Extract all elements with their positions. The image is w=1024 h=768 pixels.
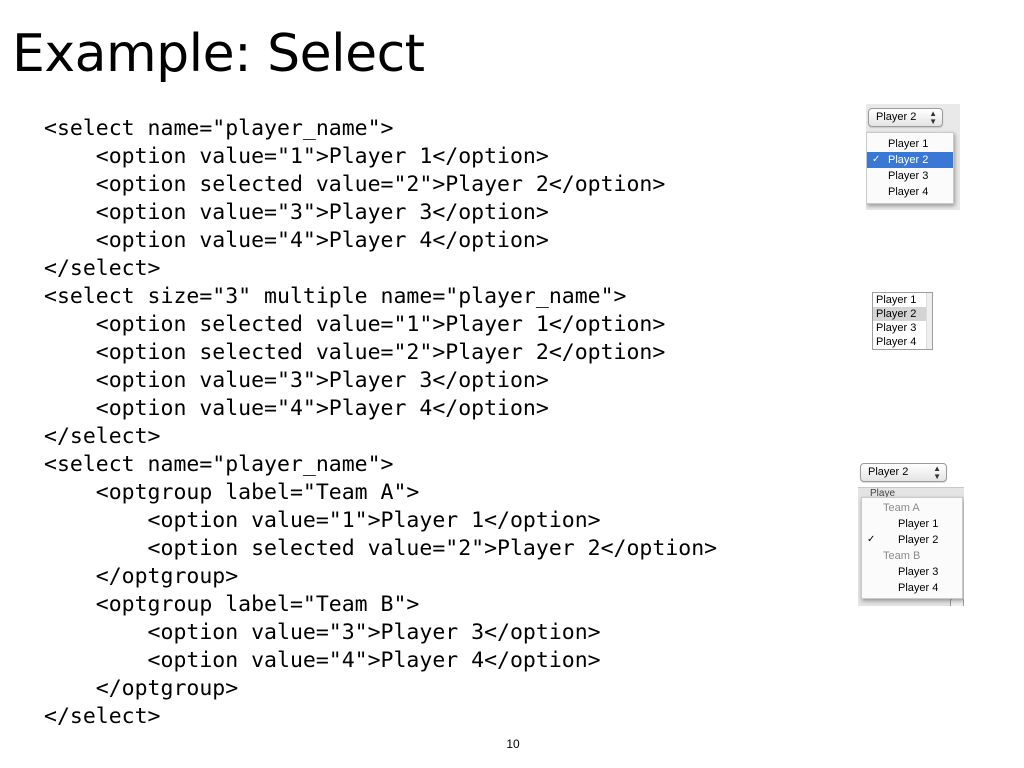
grouped-select-button[interactable]: Player 2 ▲▼ <box>860 463 947 482</box>
code-line: <select name="player_name"> <box>44 116 394 141</box>
menu-option[interactable]: Player 3 <box>867 168 953 184</box>
up-down-arrows-icon: ▲▼ <box>929 108 937 126</box>
page-number: 10 <box>506 737 520 751</box>
code-line: <option value="4">Player 4</option> <box>44 228 549 253</box>
code-line: <optgroup label="Team A"> <box>44 480 420 505</box>
code-line: <option value="1">Player 1</option> <box>44 144 549 169</box>
menu-option[interactable]: Player 1 <box>862 516 962 532</box>
grouped-select-menu: Team A Player 1 ✓ Player 2 Team B Player 3 Pla… <box>861 497 963 599</box>
up-down-arrows-icon: ▲▼ <box>933 463 941 481</box>
popup-select-menu: Player 1 ✓ Player 2 Player 3 Player 4 <box>866 132 954 204</box>
menu-option[interactable]: ✓ Player 2 <box>862 532 962 548</box>
optgroup-label: Team A <box>883 502 920 514</box>
code-line: <option value="1">Player 1</option> <box>44 508 601 533</box>
code-block: <select name="player_name"> <option valu… <box>44 115 717 731</box>
code-line: <option value="4">Player 4</option> <box>44 648 601 673</box>
code-line: <option selected value="2">Player 2</opt… <box>44 340 666 365</box>
listbox-option[interactable]: Player 3 <box>876 322 917 334</box>
slide-title: Example: Select <box>12 24 425 84</box>
popup-select-button-label: Player 2 <box>876 111 917 123</box>
menu-option-label: Player 3 <box>888 170 929 182</box>
code-line: <option selected value="2">Player 2</opt… <box>44 172 666 197</box>
menu-option-label: Player 3 <box>898 566 939 578</box>
menu-option-label: Player 1 <box>898 518 939 530</box>
menu-option-label: Player 2 <box>888 154 929 166</box>
menu-option-label: Player 4 <box>898 582 939 594</box>
code-line: <optgroup label="Team B"> <box>44 592 420 617</box>
menu-option-label: Player 2 <box>898 534 939 546</box>
code-line: </select> <box>44 424 161 449</box>
grouped-select-screenshot: Player 2 ▲▼ Playe Team A Player 1 ✓ Player … <box>858 459 964 606</box>
code-line: <select name="player_name"> <box>44 452 394 477</box>
code-line: <select size="3" multiple name="player_n… <box>44 284 627 309</box>
code-line: <option value="4">Player 4</option> <box>44 396 549 421</box>
code-line: <option value="3">Player 3</option> <box>44 620 601 645</box>
listbox-option[interactable]: Player 1 <box>876 294 917 306</box>
code-line: </select> <box>44 704 161 729</box>
menu-option-label: Player 4 <box>888 186 929 198</box>
background-control <box>950 598 964 606</box>
grouped-select-button-label: Player 2 <box>868 466 909 478</box>
menu-option[interactable]: Player 4 <box>867 184 953 200</box>
optgroup-label: Team B <box>883 550 921 562</box>
menu-option[interactable]: Player 1 <box>867 136 953 152</box>
checkmark-icon: ✓ <box>867 534 876 545</box>
popup-select-button[interactable]: Player 2 ▲▼ <box>868 108 943 127</box>
code-line: </select> <box>44 256 161 281</box>
code-line: <option selected value="2">Player 2</opt… <box>44 536 718 561</box>
code-line: <option selected value="1">Player 1</opt… <box>44 312 666 337</box>
listbox-option[interactable]: Player 4 <box>876 336 917 348</box>
menu-option[interactable]: Player 4 <box>862 580 962 596</box>
code-line: <option value="3">Player 3</option> <box>44 200 549 225</box>
listbox-scrollbar[interactable] <box>926 293 932 349</box>
menu-option[interactable]: Player 3 <box>862 564 962 580</box>
listbox-option[interactable]: Player 2 <box>873 307 932 321</box>
background-text: Playe <box>870 488 896 499</box>
code-line: <option value="3">Player 3</option> <box>44 368 549 393</box>
menu-option-label: Player 1 <box>888 138 929 150</box>
code-line: </optgroup> <box>44 564 239 589</box>
code-line: </optgroup> <box>44 676 239 701</box>
menu-option[interactable]: ✓ Player 2 <box>867 152 953 168</box>
checkmark-icon: ✓ <box>872 154 881 165</box>
